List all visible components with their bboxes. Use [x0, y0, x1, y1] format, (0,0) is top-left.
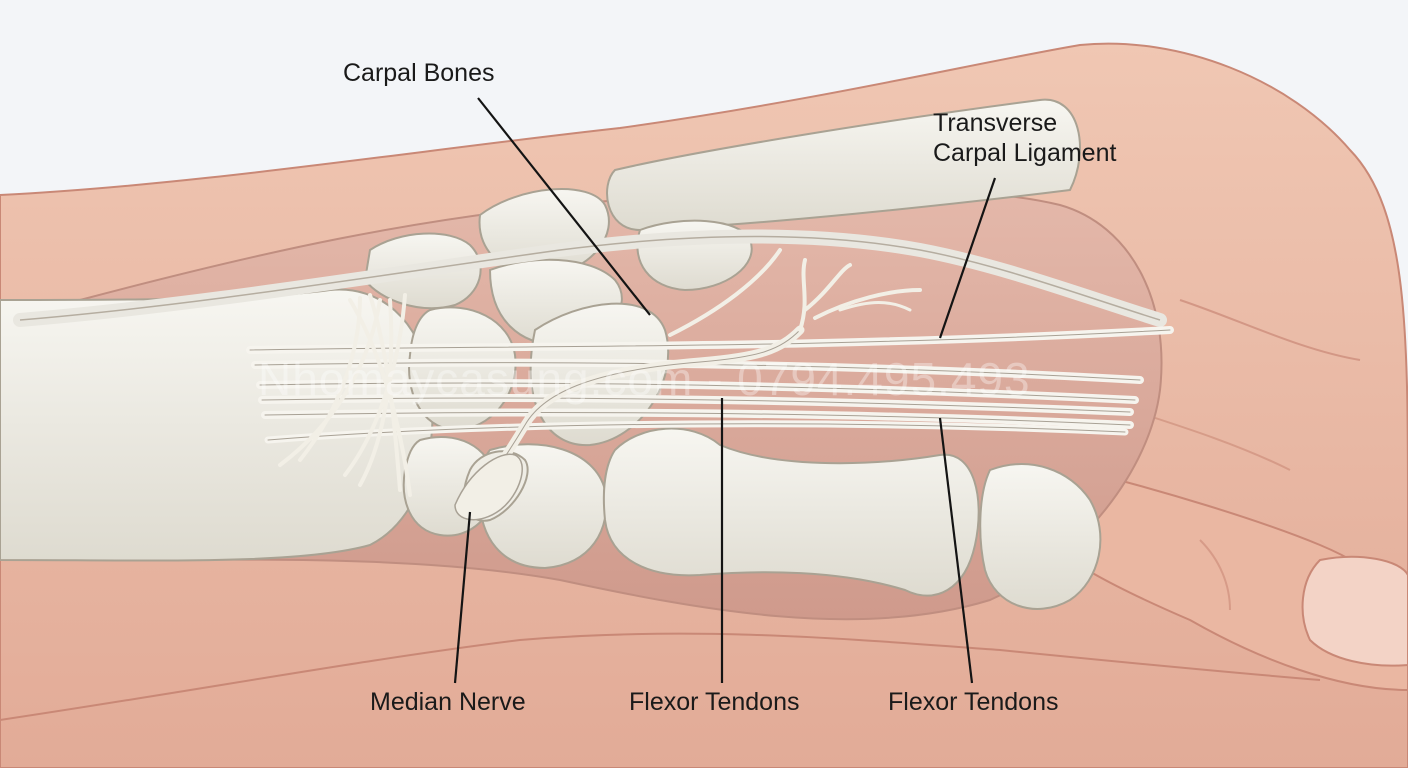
label-flexor-tendons-center: Flexor Tendons	[629, 688, 800, 716]
label-flexor-tendons-right: Flexor Tendons	[888, 688, 1059, 716]
label-median-nerve: Median Nerve	[370, 688, 526, 716]
thumb-metacarpal	[979, 463, 1102, 610]
leader-lines	[453, 97, 997, 684]
forearm-lower-contour	[0, 632, 1321, 721]
leader-line-carpal-bones	[477, 97, 651, 316]
median-nerve	[454, 248, 922, 521]
label-transverse-line-2: Carpal Ligament	[933, 139, 1117, 167]
watermark-text: Nhomaycasung.com - 0794.495.493	[258, 353, 1031, 405]
leader-line-median-nerve	[453, 511, 472, 684]
label-transverse-line-1: Transverse	[933, 109, 1058, 137]
label-carpal-bones: Carpal Bones	[343, 59, 495, 87]
thumbnail	[1301, 555, 1408, 667]
forearm-nerve-branches	[278, 293, 412, 497]
leader-line-transverse-ligament	[938, 177, 997, 339]
leader-line-flexor-right	[938, 417, 974, 684]
